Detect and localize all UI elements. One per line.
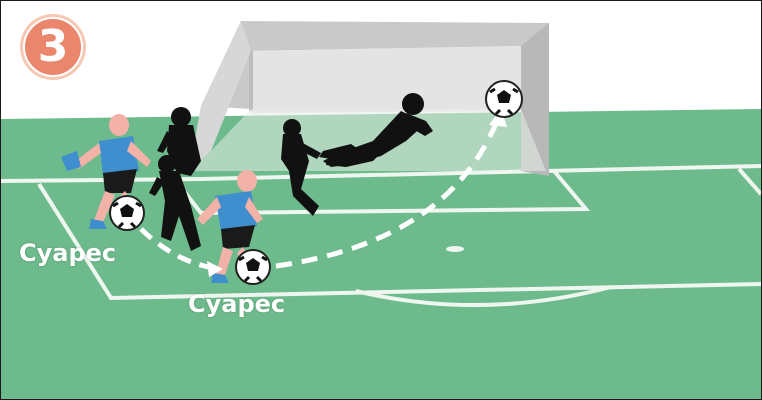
soccer-ball-icon [485,80,523,118]
goal [189,21,549,176]
pass-arrow-short [139,227,223,277]
player-label-first: Суарес [19,239,117,267]
goalkeeper-silhouette [319,93,433,167]
circle-number-icon [20,14,86,80]
defender-silhouette-near-post [281,119,321,216]
soccer-ball-icon [235,249,271,285]
player-label-second: Суарес [188,290,286,318]
player-suarez-first [61,114,151,229]
player-suarez-second [197,170,263,283]
pitch-lines [1,164,761,308]
step-badge: 3 [18,12,88,82]
pitch [1,109,761,399]
step-number: 3 [37,21,69,72]
soccer-ball-icon [109,195,145,231]
defender-silhouette-front [149,155,201,251]
penalty-spot [446,246,464,252]
